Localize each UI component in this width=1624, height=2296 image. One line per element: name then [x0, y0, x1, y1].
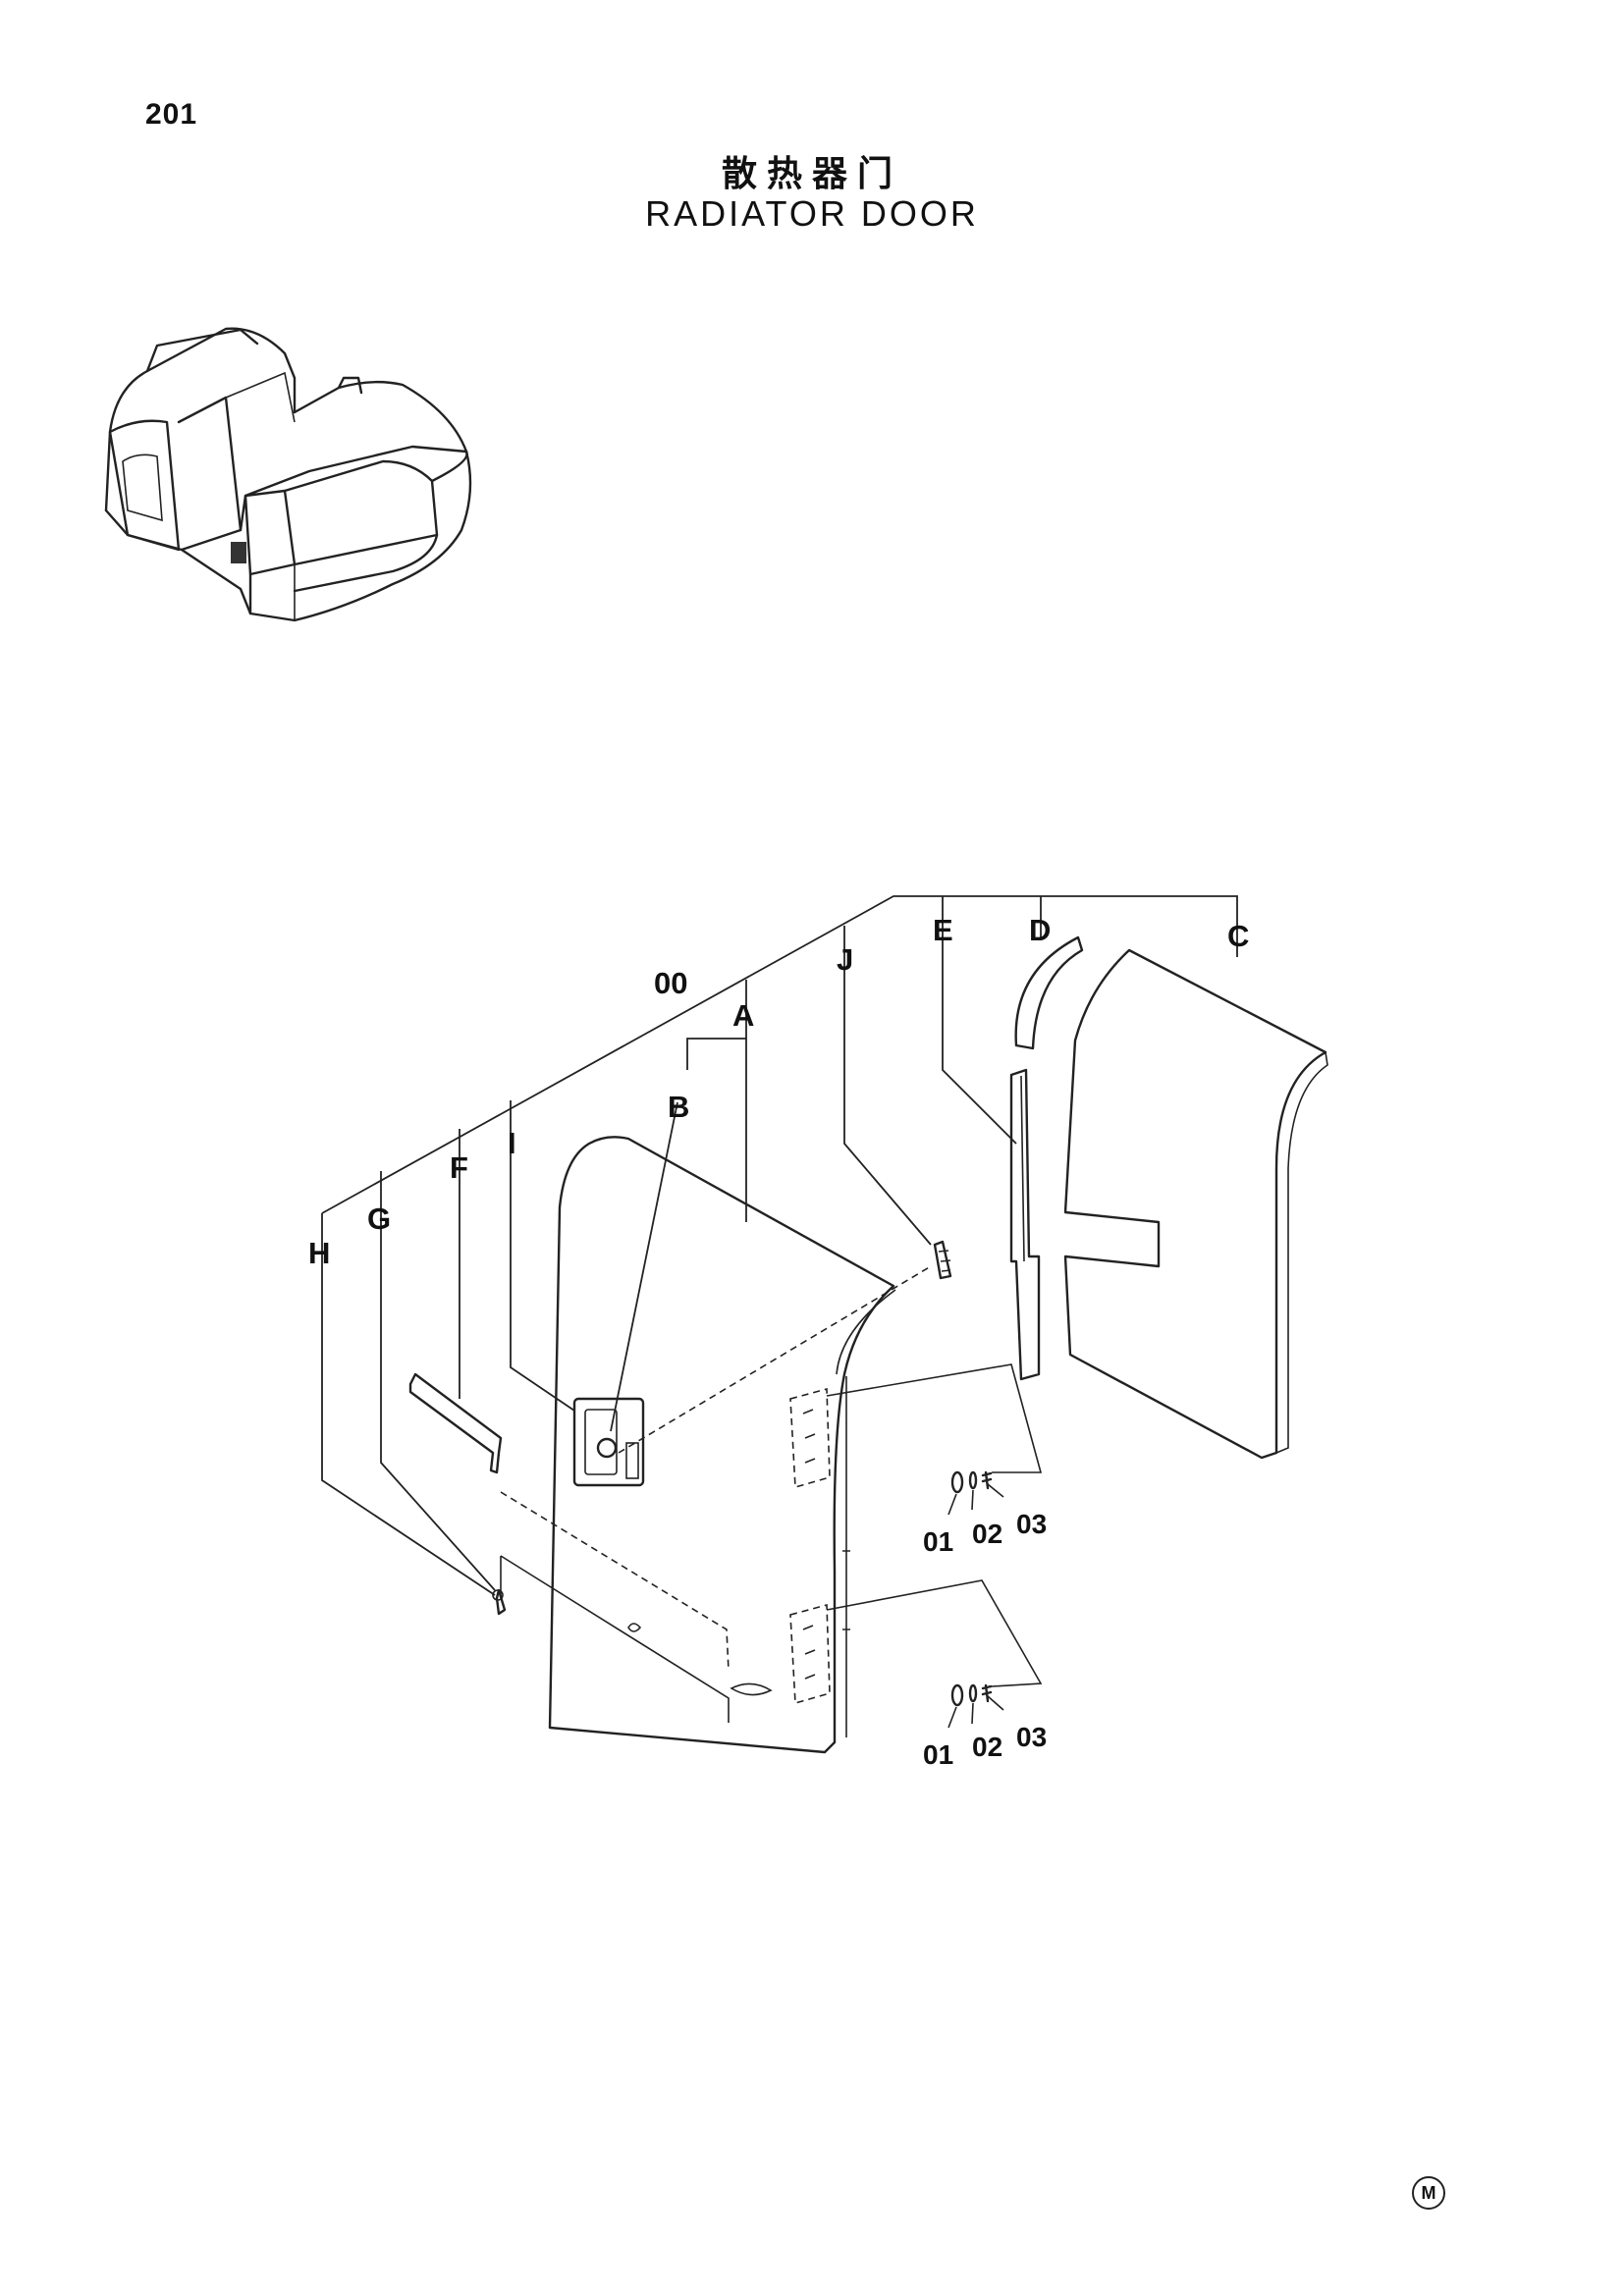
seal-strip-e [1009, 1068, 1041, 1381]
callout-d: D [1029, 913, 1051, 947]
callout-i: I [508, 1126, 516, 1160]
callout-g: G [367, 1201, 391, 1236]
seal-strip-d [1014, 935, 1084, 1050]
callout-b: B [668, 1090, 689, 1124]
callout-a: A [732, 998, 754, 1033]
stay-rod-f [408, 1372, 503, 1474]
leader-lines [321, 895, 1238, 1729]
page-number: 201 [145, 98, 198, 131]
hardware-upper-03: 03 [1016, 1509, 1047, 1539]
radiator-door-panel [548, 1136, 896, 1754]
corner-mark: M [1412, 2176, 1445, 2210]
hinge-lower [789, 1603, 831, 1705]
hardware-upper-01: 01 [923, 1526, 953, 1557]
latch-bracket-j [933, 1240, 952, 1280]
insulation-panel-c [1063, 948, 1328, 1460]
hardware-lower [950, 1683, 993, 1707]
callout-f: F [450, 1150, 468, 1185]
hardware-lower-03: 03 [1016, 1722, 1047, 1752]
title-chinese: 散热器门 [721, 154, 902, 194]
title-english: RADIATOR DOOR [645, 193, 979, 234]
hardware-upper [950, 1470, 993, 1494]
callout-h: H [308, 1236, 330, 1270]
callout-c: C [1227, 919, 1249, 953]
hardware-upper-02: 02 [972, 1519, 1002, 1549]
callout-j: J [837, 942, 853, 977]
callout-e: E [933, 913, 953, 947]
excavator-thumbnail [104, 327, 472, 622]
hardware-lower-02: 02 [972, 1732, 1002, 1762]
hinge-upper [789, 1387, 831, 1489]
hardware-lower-01: 01 [923, 1739, 953, 1770]
callout-00: 00 [654, 966, 687, 1000]
pin-g [492, 1588, 507, 1616]
